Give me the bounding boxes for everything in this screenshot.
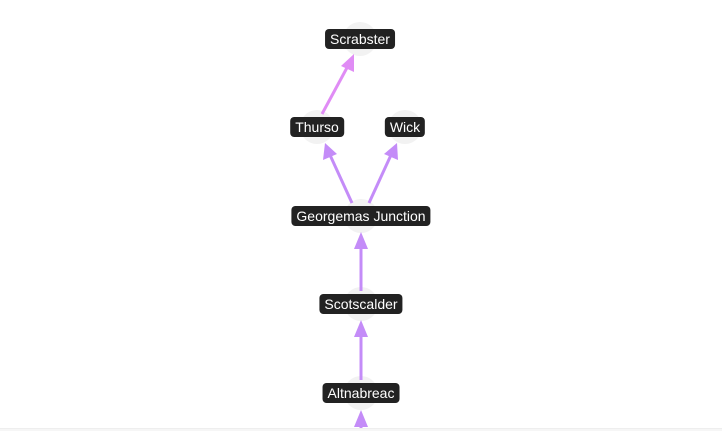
node-thurso[interactable]: Thurso	[290, 117, 344, 137]
node-altnabreac[interactable]: Altnabreac	[322, 383, 400, 403]
edge-altnabreac-scotscalder	[354, 320, 368, 380]
edge-scotscalder-georgemas	[354, 232, 368, 291]
edge-georgemas-wick	[367, 143, 398, 204]
node-wick[interactable]: Wick	[384, 117, 426, 137]
bottom-border	[0, 428, 722, 431]
edge-thurso-scrabster	[320, 54, 354, 115]
node-scotscalder[interactable]: Scotscalder	[319, 294, 403, 314]
edge-georgemas-thurso	[323, 143, 354, 204]
node-scrabster[interactable]: Scrabster	[325, 29, 395, 49]
node-georgemas-junction[interactable]: Georgemas Junction	[291, 206, 431, 226]
